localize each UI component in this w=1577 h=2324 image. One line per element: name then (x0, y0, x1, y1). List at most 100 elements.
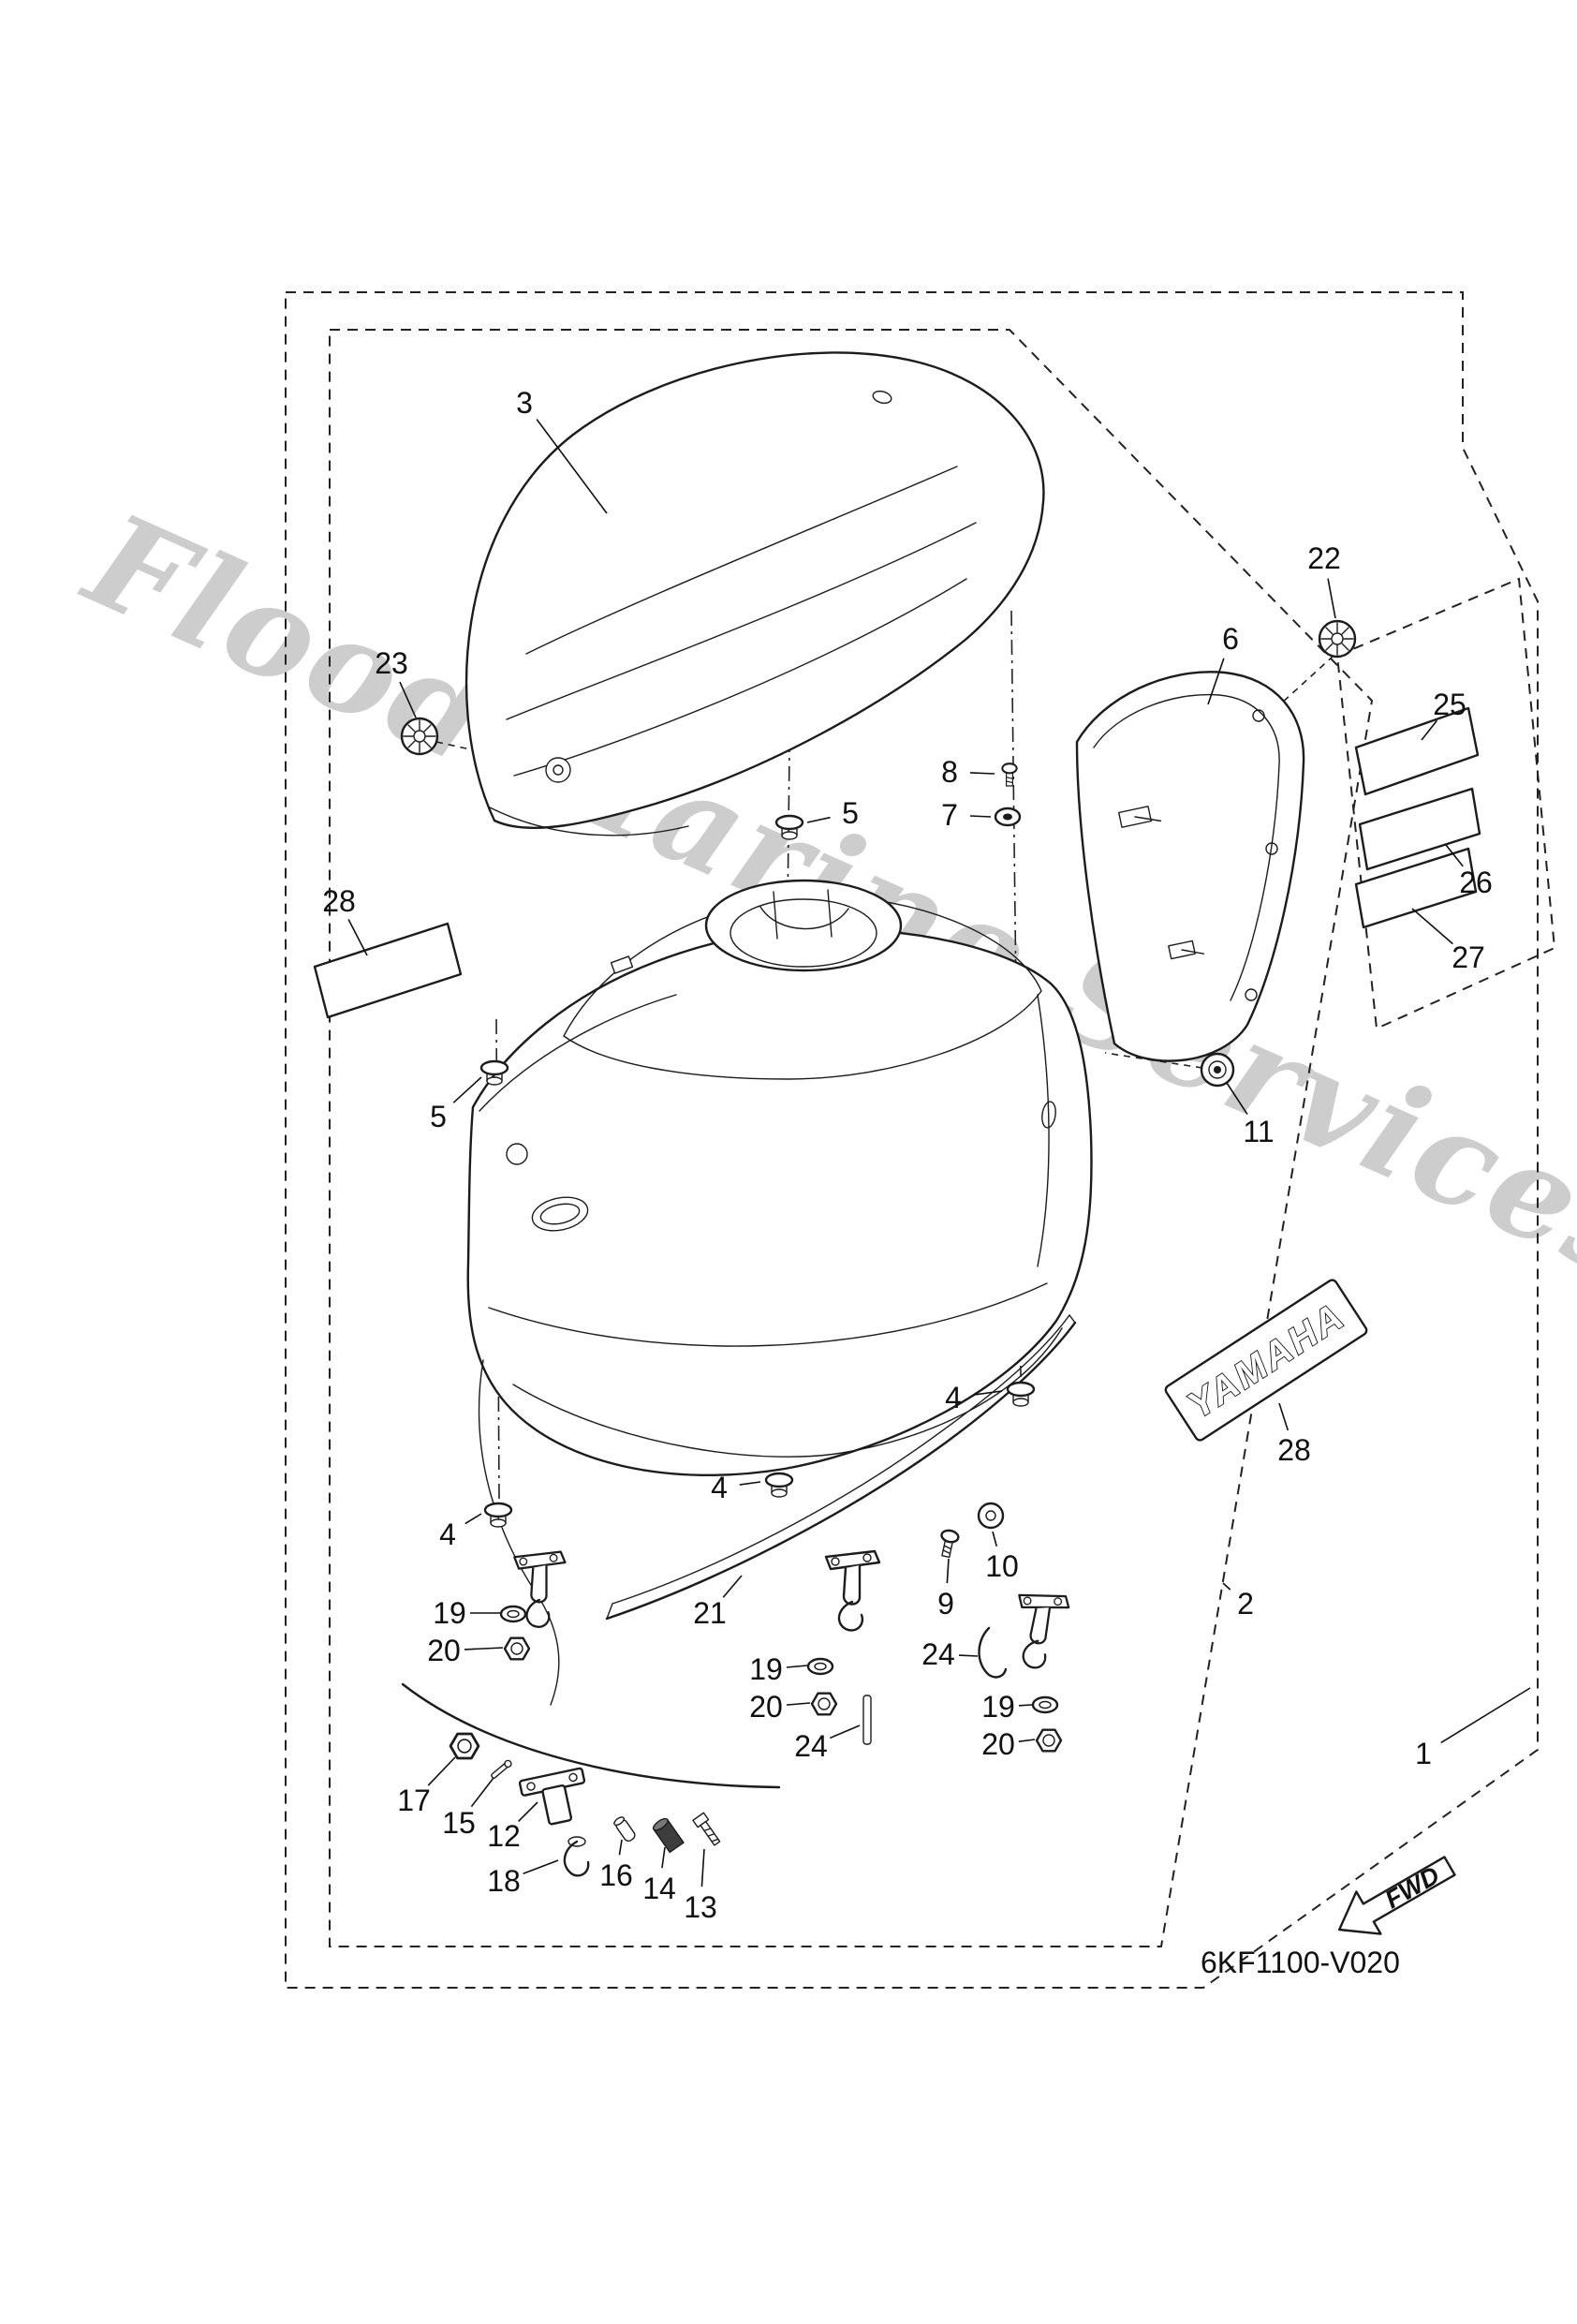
part-label: 27 (1452, 940, 1485, 974)
outer-kit-boundary (285, 291, 1539, 1989)
leader-line (806, 816, 831, 823)
nut-20-right (1035, 1728, 1063, 1753)
part-label: 23 (375, 646, 408, 680)
leader-line (722, 1575, 743, 1598)
decal-26 (1358, 787, 1481, 871)
leader-line (958, 1654, 979, 1657)
leader-line (946, 1558, 950, 1584)
part-label: 26 (1459, 866, 1493, 899)
leader-line (992, 1531, 998, 1547)
latch-rod (478, 1359, 560, 1706)
leader-line (1018, 1704, 1033, 1707)
part-label: 19 (749, 1652, 783, 1686)
leader-line (969, 815, 992, 818)
washer-10 (977, 1502, 1005, 1530)
leader-line (1278, 1402, 1290, 1431)
part-label: 1 (1415, 1737, 1432, 1770)
fasteners (400, 619, 1357, 1877)
top-cowling (464, 351, 1045, 836)
trim-seal (605, 1314, 1077, 1621)
pin-24-center (862, 1695, 872, 1745)
part-label: 19 (981, 1690, 1015, 1724)
part-label: 4 (711, 1471, 728, 1504)
decal-kit-boundary (1335, 577, 1556, 1030)
leader-line (1327, 578, 1336, 619)
part-label: 3 (516, 386, 533, 420)
washer-19-right (1031, 1695, 1059, 1714)
nut-17 (449, 1732, 480, 1760)
leader-line (786, 1665, 808, 1668)
washer-19-left (499, 1605, 527, 1623)
nut-20-left (503, 1636, 531, 1661)
part-label: 13 (684, 1890, 717, 1924)
leader-line (973, 1390, 1003, 1396)
leader-line (452, 1076, 482, 1103)
leader-line (536, 419, 608, 514)
part-label: 2 (1237, 1587, 1254, 1621)
part-label: 20 (981, 1727, 1015, 1761)
bracket-12 (518, 1767, 586, 1826)
part-label: 4 (439, 1517, 456, 1551)
bushing-14 (652, 1817, 685, 1854)
part-label: 5 (842, 796, 859, 830)
grommet-4-center (764, 1472, 794, 1499)
clamp-18 (563, 1836, 590, 1877)
part-label: 7 (941, 798, 958, 832)
grommet-4-right (1006, 1381, 1036, 1408)
clamp-lever-right (1008, 1589, 1071, 1673)
leader-line (464, 1513, 482, 1525)
hook-24-right (978, 1626, 1008, 1679)
leader-line (464, 1647, 504, 1650)
leader-line (618, 1839, 623, 1856)
pin-16 (613, 1816, 636, 1843)
part-label: 10 (985, 1549, 1019, 1583)
part-label: 4 (945, 1381, 962, 1414)
part-label: 14 (642, 1872, 676, 1905)
leader-line (786, 1702, 811, 1706)
diagram-code: 6KF1100-V020 (1201, 1946, 1400, 1979)
part-label: 15 (442, 1806, 476, 1840)
yamaha-decal: YAMAHA (1164, 1279, 1368, 1442)
side-cover (1075, 671, 1305, 1062)
part-label: 17 (397, 1784, 431, 1817)
star-washer-22 (1318, 619, 1357, 659)
part-label: 5 (430, 1100, 447, 1133)
leader-line (969, 772, 995, 775)
grommet-7 (994, 807, 1022, 827)
leader-line (1222, 1582, 1231, 1591)
leader-line (427, 1756, 456, 1786)
part-label: 9 (937, 1587, 954, 1621)
decal-25 (1354, 706, 1480, 796)
leader-line (1421, 719, 1437, 741)
bolt-13 (692, 1812, 721, 1846)
part-label: 25 (1433, 688, 1466, 721)
leader-line (1440, 1687, 1531, 1744)
part-label: 24 (794, 1729, 828, 1763)
leader-line (700, 1848, 705, 1887)
leader-line (661, 1846, 666, 1869)
part-label: 21 (693, 1596, 727, 1630)
screw-9 (936, 1528, 961, 1560)
part-label: 28 (1277, 1433, 1311, 1467)
leader-line (1226, 1082, 1248, 1116)
part-label: 6 (1222, 622, 1239, 656)
bottom-cowling (466, 879, 1093, 1476)
screw-8 (1001, 762, 1018, 788)
decal-27 (1354, 847, 1478, 929)
part-label: 24 (921, 1637, 955, 1671)
grommet-11 (1200, 1052, 1235, 1088)
leader-line (1018, 1739, 1036, 1742)
leader-line (739, 1481, 761, 1486)
leader-line (1411, 908, 1453, 945)
leader-line (399, 681, 417, 718)
decal-28-left (313, 922, 463, 1019)
clamp-lever-center (824, 1549, 881, 1632)
nut-20-center (810, 1692, 838, 1716)
leader-line (523, 1859, 559, 1874)
leader-line (347, 919, 368, 956)
leader-line (829, 1724, 861, 1739)
part-label: 22 (1307, 541, 1341, 575)
pin-15 (491, 1759, 512, 1779)
part-label: 12 (487, 1819, 521, 1853)
part-label: 8 (941, 755, 958, 789)
